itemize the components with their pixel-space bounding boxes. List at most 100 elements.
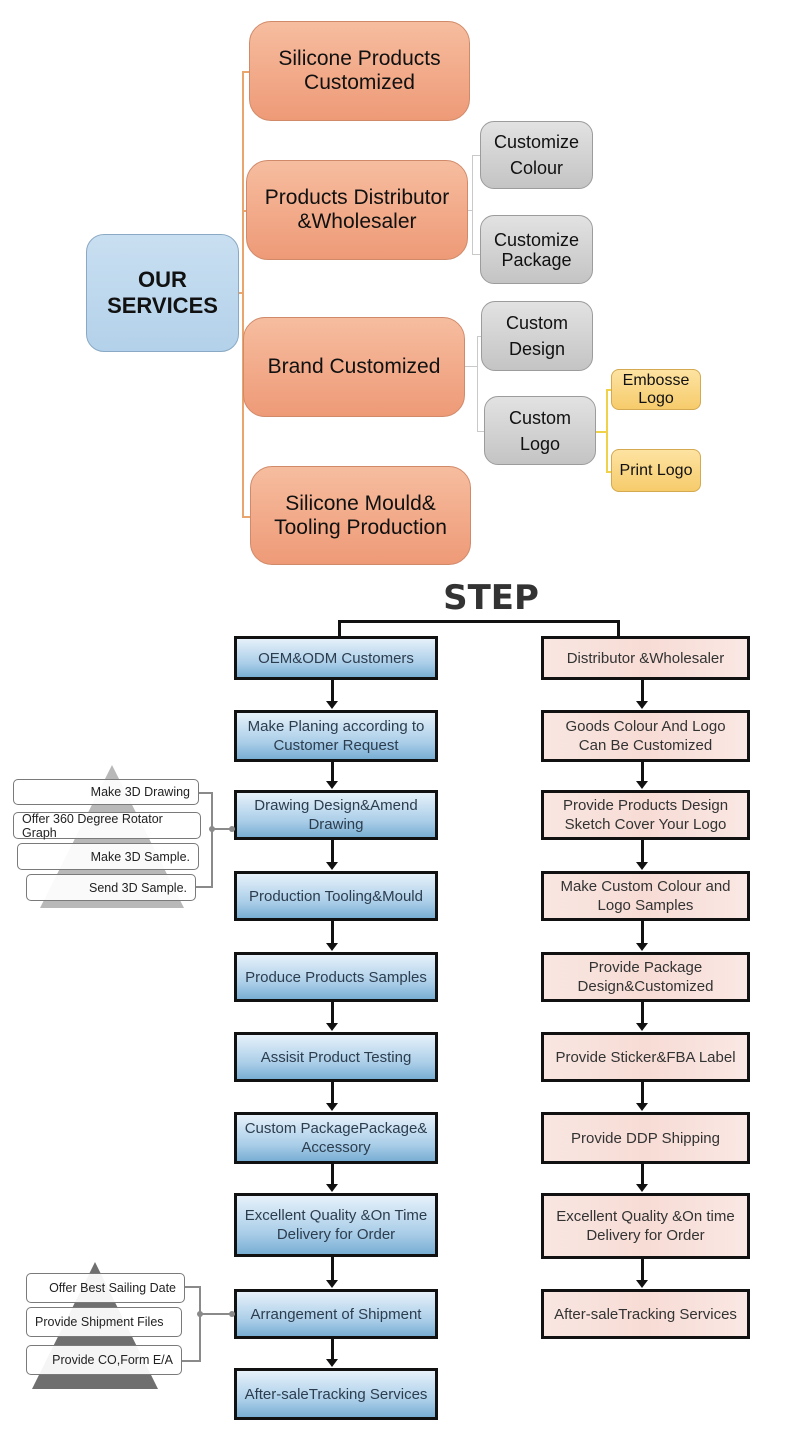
side-item-send-3d-sample: Send 3D Sample. — [26, 874, 196, 901]
arrow-head-icon — [326, 1103, 338, 1111]
arrow-head-icon — [326, 1023, 338, 1031]
step-box-label: Custom PackagePackage& — [244, 1120, 428, 1137]
node-label: Colour — [509, 158, 564, 178]
step-box-label: Logo Samples — [597, 897, 694, 914]
arrow-head-icon — [326, 1280, 338, 1288]
connector — [606, 389, 612, 391]
branch-label: Silicone Mould& — [285, 491, 436, 515]
step-box-label: Delivery for Order — [276, 1226, 396, 1243]
root-label-line1: OUR — [138, 267, 187, 292]
node-label: Package — [501, 249, 572, 270]
step-box-label: Drawing — [308, 816, 364, 833]
step-box-label: Customer Request — [273, 737, 399, 754]
connector — [477, 431, 485, 432]
connector — [467, 210, 473, 211]
step-box: After-saleTracking Services — [541, 1289, 750, 1339]
connector — [199, 792, 212, 794]
step-box-label: Provide Sticker&FBA Label — [555, 1048, 736, 1066]
node-label: Logo — [519, 433, 561, 454]
step-box-text: Production Tooling&Mould — [249, 887, 423, 906]
arrow-down-icon — [640, 1164, 644, 1185]
step-box-label: After-saleTracking Services — [554, 1305, 737, 1323]
arrow-down-icon — [331, 762, 334, 782]
step-box-label: Drawing Design&Amend — [254, 797, 418, 814]
arrow-head-icon — [326, 781, 338, 789]
arrow-head-icon — [326, 943, 338, 951]
branch-label: Customized — [304, 71, 415, 94]
arrow-head-icon — [635, 943, 648, 951]
step-box-text: OEM&ODM Customers — [258, 649, 414, 668]
step-box: Custom PackagePackage&Accessory — [234, 1112, 438, 1164]
arrow-down-icon — [640, 1259, 644, 1281]
connector — [199, 1286, 201, 1362]
step-box: Assisit Product Testing — [234, 1032, 438, 1082]
step-box: Provide Sticker&FBA Label — [541, 1032, 750, 1082]
branch-label: &Wholesaler — [297, 210, 417, 233]
step-box-label: Provide Package — [588, 959, 703, 976]
arrow-down-icon — [331, 1339, 334, 1360]
split-bracket — [338, 620, 620, 623]
connector — [464, 366, 478, 367]
branch-brand-customized: Brand Customized — [243, 317, 465, 417]
split-bracket — [338, 620, 341, 636]
leaf-label: Print Logo — [619, 461, 693, 479]
connector — [472, 155, 473, 255]
connector — [242, 210, 248, 212]
arrow-down-icon — [331, 1002, 334, 1024]
side-item-make-3d-drawing: Make 3D Drawing — [13, 779, 199, 805]
arrow-head-icon — [635, 1103, 648, 1111]
connector — [182, 1360, 200, 1362]
step-box: OEM&ODM Customers — [234, 636, 438, 680]
step-box: Produce Products Samples — [234, 952, 438, 1002]
node-label: Design — [508, 339, 565, 359]
arrow-down-icon — [331, 1164, 334, 1185]
step-box-label: Sketch Cover Your Logo — [564, 816, 727, 833]
side-item-offer-360-graph: Offer 360 Degree Rotator Graph — [13, 812, 201, 840]
connector — [196, 886, 212, 888]
step-box-text: After-saleTracking Services — [245, 1385, 428, 1404]
step-box-text: Distributor &Wholesaler — [567, 649, 725, 668]
connector — [595, 431, 607, 433]
step-box-label: Make Custom Colour and — [560, 878, 731, 895]
arrow-head-icon — [326, 701, 338, 709]
side-item-make-3d-sample: Make 3D Sample. — [17, 843, 199, 870]
connector — [606, 471, 612, 473]
arrow-down-icon — [640, 762, 644, 782]
arrow-down-icon — [640, 921, 644, 944]
arrow-head-icon — [635, 1184, 648, 1192]
step-box-label: Provide Products Design — [562, 797, 729, 814]
arrow-down-icon — [331, 680, 334, 702]
branch-products-distributor-wholesaler: Products Distributor&Wholesaler — [246, 160, 468, 260]
branch-label: Tooling Production — [274, 515, 447, 539]
connector-dot — [229, 1311, 235, 1317]
node-label: Customize — [493, 132, 580, 152]
leaf-label: Logo — [638, 389, 674, 407]
step-box-label: OEM&ODM Customers — [258, 649, 414, 667]
arrow-head-icon — [635, 1280, 648, 1288]
connector — [242, 71, 250, 73]
node-label: Custom — [508, 407, 571, 428]
connector — [472, 254, 481, 255]
arrow-down-icon — [640, 680, 644, 702]
step-box: After-saleTracking Services — [234, 1368, 438, 1420]
branch-label: Silicone Products — [278, 47, 441, 70]
arrow-down-icon — [640, 1002, 644, 1024]
arrow-head-icon — [635, 862, 648, 870]
step-box-label: Design&Customized — [577, 978, 714, 995]
connector — [477, 336, 482, 337]
connector — [185, 1286, 200, 1288]
step-box-label: Accessory — [301, 1139, 371, 1156]
arrow-head-icon — [635, 1023, 648, 1031]
root-label-line2: SERVICES — [107, 293, 218, 318]
